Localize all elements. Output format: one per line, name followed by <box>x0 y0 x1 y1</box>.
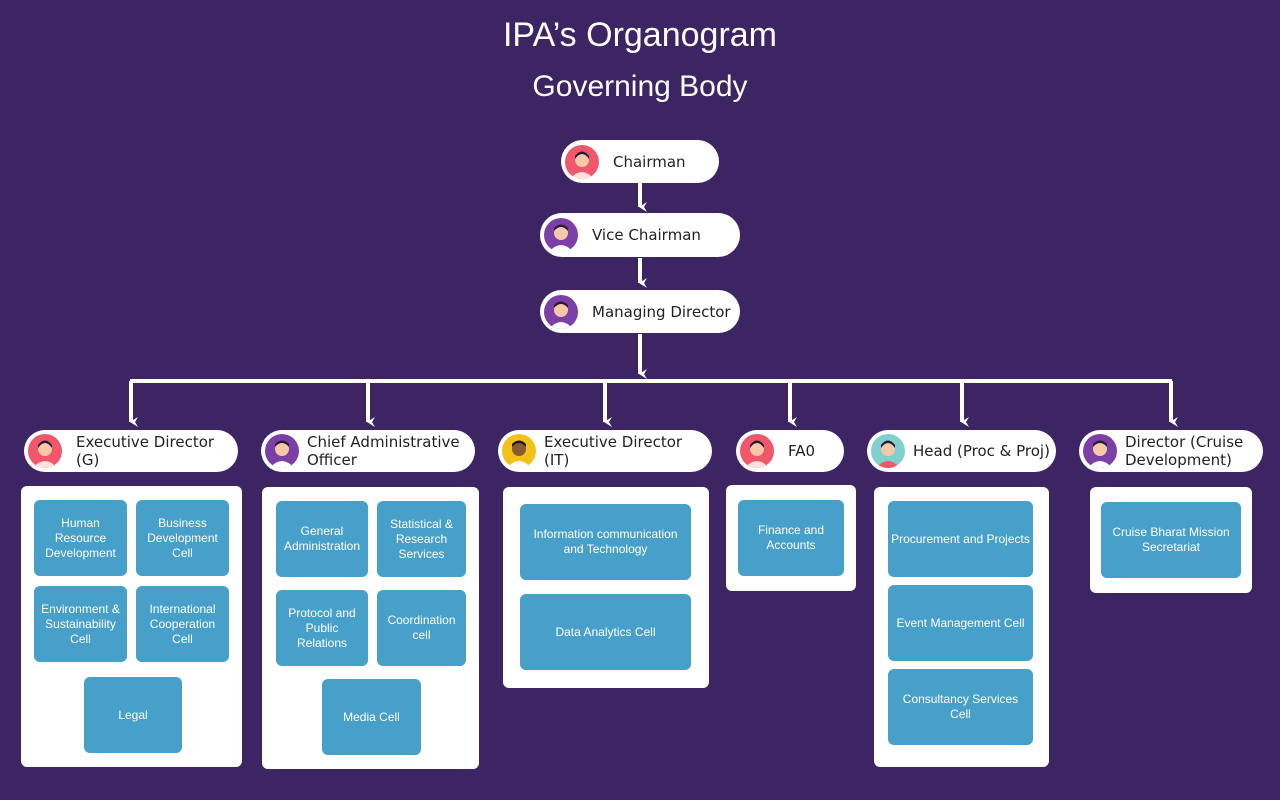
dept-head-label: Executive Director (G) <box>76 433 215 469</box>
panel-cao: General Administration Statistical & Res… <box>262 487 479 769</box>
vice-chairman-node: Vice Chairman <box>540 213 740 257</box>
female-avatar-icon <box>740 434 774 468</box>
dept-head-label: Executive Director (IT) <box>544 433 683 469</box>
female-avatar-icon <box>565 144 599 179</box>
cell-human-resource-development: Human Resource Development <box>34 500 127 576</box>
chairman-node: Chairman <box>561 140 719 183</box>
cell-consultancy-services: Consultancy Services Cell <box>888 669 1033 745</box>
panel-proc-proj: Procurement and Projects Event Managemen… <box>874 487 1049 767</box>
panel-ed-it: Information communication and Technology… <box>503 487 709 688</box>
cell-coordination: Coordination cell <box>377 590 466 666</box>
cell-international-cooperation: International Cooperation Cell <box>136 586 229 662</box>
cell-business-development: Business Development Cell <box>136 500 229 576</box>
cell-ict: Information communication and Technology <box>520 504 691 580</box>
vice-chairman-label: Vice Chairman <box>592 226 701 244</box>
managing-director-node: Managing Director <box>540 290 740 333</box>
panel-director-cruise: Cruise Bharat Mission Secretariat <box>1090 487 1252 593</box>
page-title: IPA’s Organogram <box>502 16 777 54</box>
dept-head-label: Chief Administrative Officer <box>307 433 460 469</box>
cell-legal: Legal <box>84 677 182 753</box>
cell-event-management: Event Management Cell <box>888 585 1033 661</box>
dept-head-label: FA0 <box>788 442 816 460</box>
cell-statistical-research: Statistical & Research Services <box>377 501 466 577</box>
cell-data-analytics: Data Analytics Cell <box>520 594 691 670</box>
male-avatar-icon <box>544 294 578 329</box>
male-avatar-icon <box>265 434 299 468</box>
chairman-label: Chairman <box>613 152 686 171</box>
panel-fao: Finance and Accounts <box>726 485 856 591</box>
dept-head-fao: FA0 <box>736 430 844 472</box>
male-avatar-icon <box>544 218 578 252</box>
dept-head-ed-it: Executive Director (IT) <box>498 430 712 472</box>
female-avatar-icon <box>871 434 905 468</box>
male-avatar-icon <box>1083 434 1117 468</box>
cell-environment-sustainability: Environment & Sustainability Cell <box>34 586 127 662</box>
male-avatar-icon <box>502 434 536 468</box>
cell-general-administration: General Administration <box>276 501 368 577</box>
dept-head-proc-proj: Head (Proc & Proj) <box>867 430 1056 472</box>
cell-finance-accounts: Finance and Accounts <box>738 500 844 576</box>
dept-head-director-cruise: Director (Cruise Development) <box>1079 430 1263 472</box>
dept-head-label: Head (Proc & Proj) <box>913 442 1050 460</box>
panel-ed-g: Human Resource Development Business Deve… <box>21 486 242 767</box>
dept-head-label: Director (Cruise Development) <box>1125 433 1244 469</box>
female-avatar-icon <box>28 434 62 468</box>
dept-head-cao: Chief Administrative Officer <box>261 430 475 472</box>
cell-protocol-public-relations: Protocol and Public Relations <box>276 590 368 666</box>
cell-media: Media Cell <box>322 679 421 755</box>
cell-cruise-bharat-mission: Cruise Bharat Mission Secretariat <box>1101 502 1241 578</box>
page-subtitle: Governing Body <box>532 70 748 103</box>
managing-director-label: Managing Director <box>592 302 731 321</box>
cell-procurement-projects: Procurement and Projects <box>888 501 1033 577</box>
dept-head-ed-g: Executive Director (G) <box>24 430 238 472</box>
